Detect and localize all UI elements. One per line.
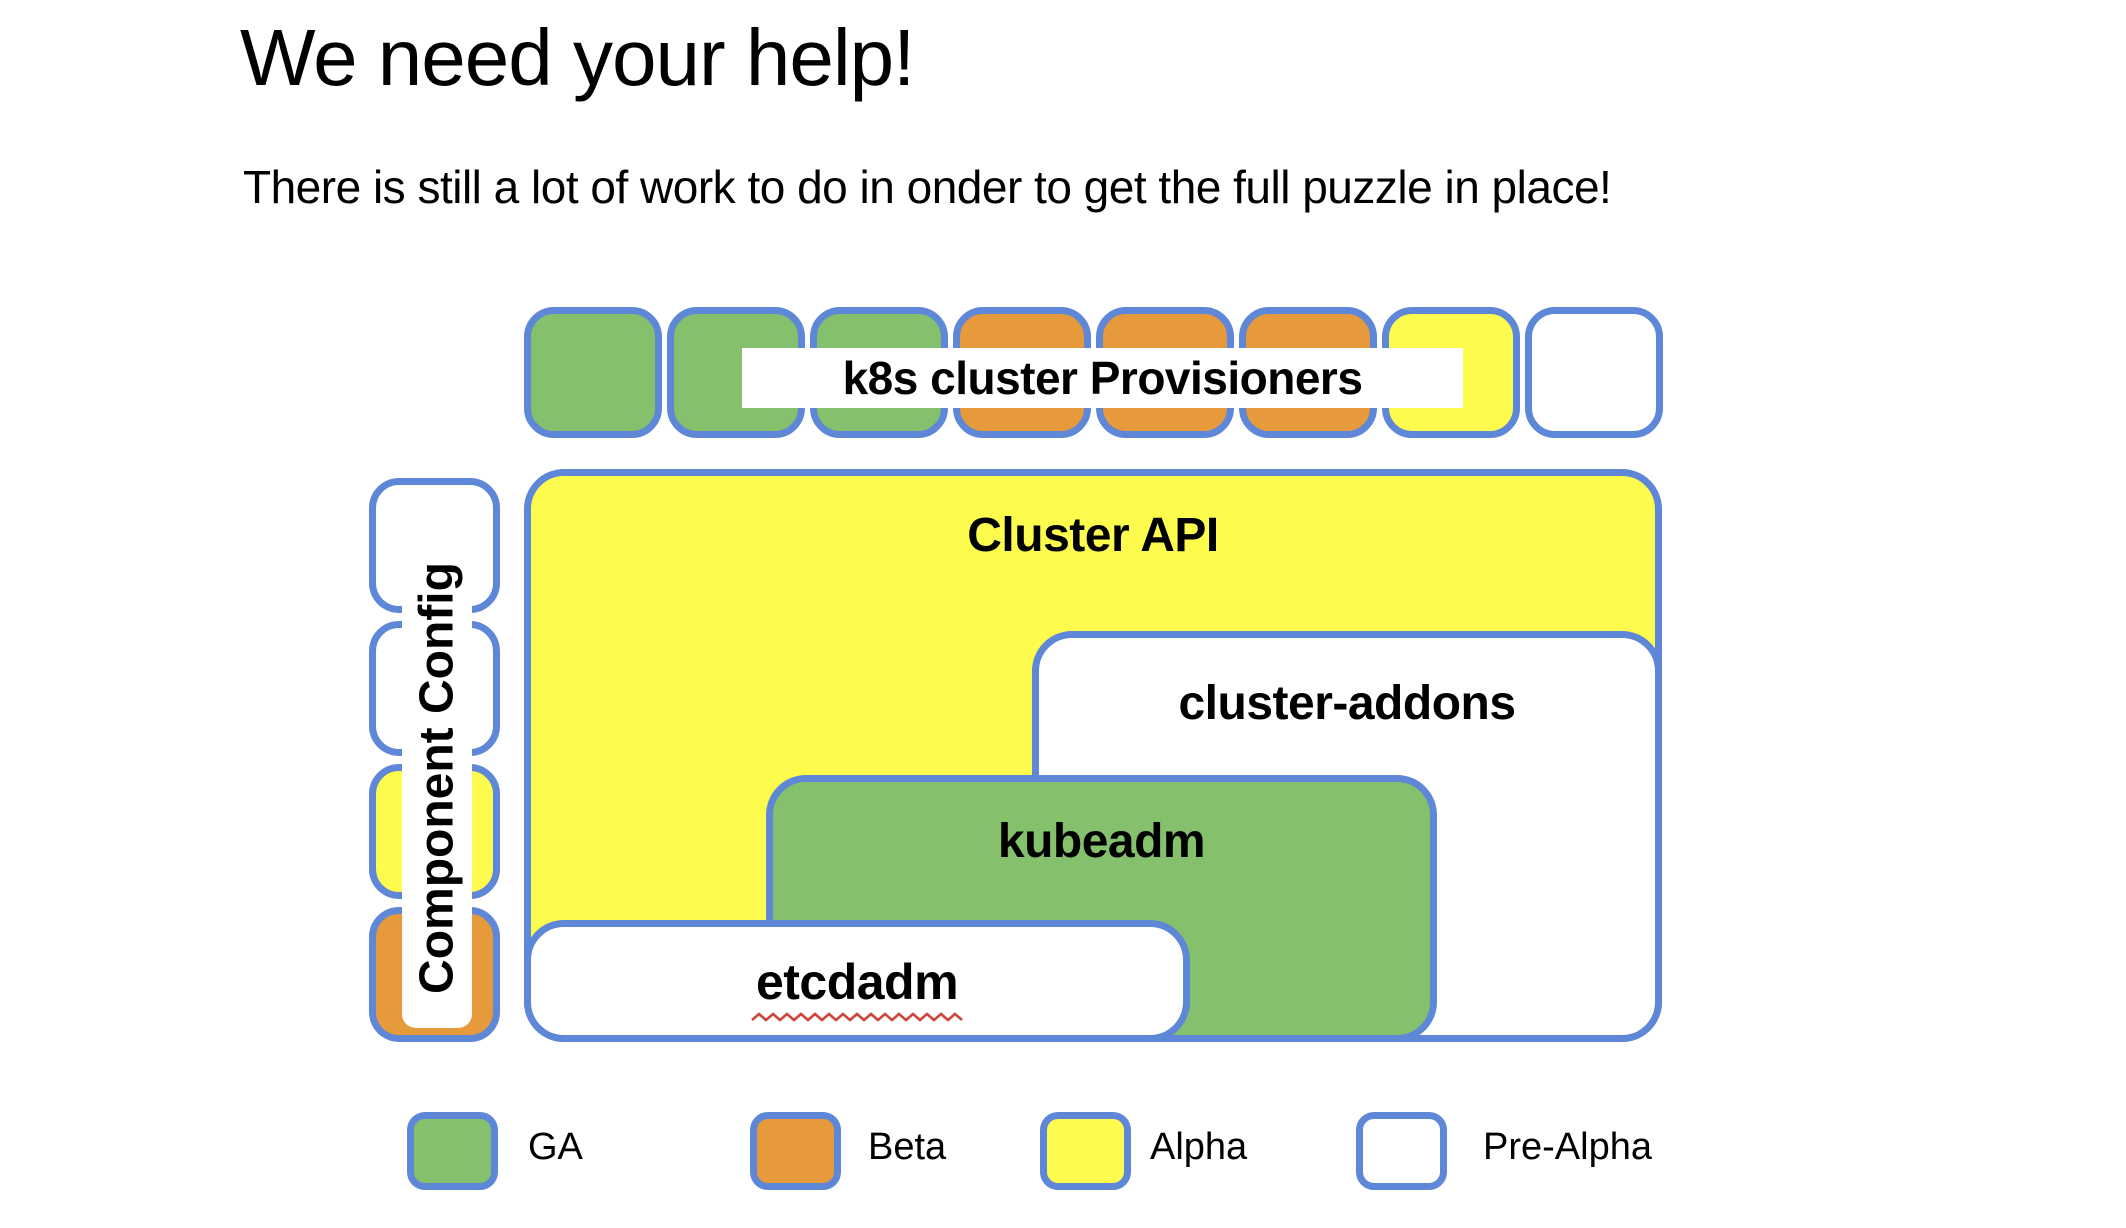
cluster-addons-label: cluster-addons — [1178, 677, 1516, 730]
legend-label-ga: GA — [528, 1126, 583, 1168]
k8s-cluster-provisioners-label: k8s cluster Provisioners — [842, 352, 1363, 404]
legend-label-alpha: Alpha — [1150, 1126, 1248, 1168]
legend-swatch-alpha — [1040, 1112, 1131, 1190]
spellcheck-squiggle — [751, 1012, 963, 1022]
kubeadm-label: kubeadm — [997, 815, 1206, 868]
legend-swatch-pre-alpha — [1356, 1112, 1447, 1190]
slide-subtitle: There is still a lot of work to do in on… — [243, 161, 1612, 213]
legend-label-pre-alpha: Pre-Alpha — [1483, 1126, 1652, 1168]
k8s-cluster-provisioners-banner: k8s cluster Provisioners — [742, 348, 1463, 408]
legend-swatch-ga — [407, 1112, 498, 1190]
etcdadm-label: etcdadm — [755, 954, 959, 1010]
cluster-api-label: Cluster API — [967, 509, 1219, 562]
slide-title: We need your help! — [240, 13, 915, 102]
component-config-banner: Component Config — [402, 528, 472, 1028]
provisioner-square — [1525, 307, 1663, 438]
etcdadm-box: etcdadm — [524, 920, 1190, 1042]
provisioner-square — [524, 307, 662, 438]
legend-swatch-beta — [750, 1112, 841, 1190]
component-config-label: Component Config — [410, 562, 464, 994]
legend-label-beta: Beta — [868, 1126, 947, 1168]
